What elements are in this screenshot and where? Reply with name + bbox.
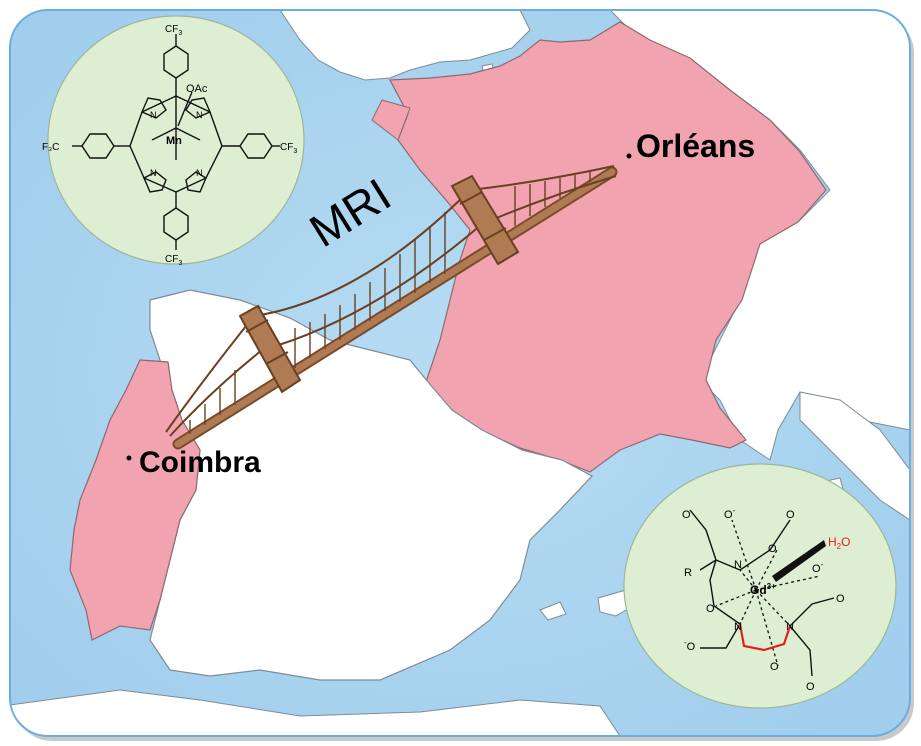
- mn-label: Mn: [166, 135, 182, 147]
- n-label-2: N: [196, 110, 203, 120]
- cf3-bottom-label: CF3: [165, 254, 182, 267]
- n-label-a: N: [734, 559, 742, 571]
- ibiza: [539, 601, 567, 621]
- o-label-5: O-: [812, 560, 824, 575]
- italy-land: [799, 391, 910, 521]
- o-label-1: O: [682, 509, 691, 521]
- o-label-9: O: [770, 661, 779, 673]
- uk-landmass: [279, 10, 531, 81]
- france-country: [389, 21, 827, 473]
- coimbra-dot: [126, 455, 132, 461]
- city-label-coimbra: Coimbra: [139, 446, 261, 479]
- city-label-orleans: Orléans: [636, 128, 756, 164]
- water-label: H2O: [828, 535, 850, 551]
- orleans-dot: [626, 153, 632, 159]
- oac-label: OAc: [186, 83, 208, 95]
- o-label-7: O: [706, 603, 715, 615]
- cf3-right-label: CF3: [280, 142, 297, 155]
- n-label-1: N: [150, 110, 157, 120]
- north-africa: [10, 689, 621, 736]
- o-label-10: O: [806, 681, 815, 693]
- o-label-6: O: [836, 593, 845, 605]
- o-label-4: O: [786, 509, 795, 521]
- n-label-b: N: [734, 621, 742, 633]
- brittany-bump: [371, 99, 411, 141]
- mri-bridge: [165, 165, 618, 450]
- gd-label: Gd3+: [750, 582, 776, 597]
- cf3-left-label: F₃C: [42, 142, 59, 153]
- mn-porphyrin-molecule: Mn OAc CF3 CF3 CF3 F₃C N N N N: [42, 15, 305, 267]
- r-group-label: R: [684, 567, 692, 579]
- o-label-2: O-: [724, 506, 736, 521]
- gd-complex-molecule: Gd3+ H2O R N N N O O- O O O- O O -O O O: [623, 463, 897, 709]
- n-label-3: N: [150, 168, 157, 178]
- frame-border: [9, 9, 911, 737]
- o-label-3: O: [768, 543, 777, 555]
- n-label-c: N: [786, 621, 794, 633]
- n-label-4: N: [196, 168, 203, 178]
- cf3-top-label: CF3: [165, 24, 182, 37]
- o-label-8: -O: [684, 638, 696, 653]
